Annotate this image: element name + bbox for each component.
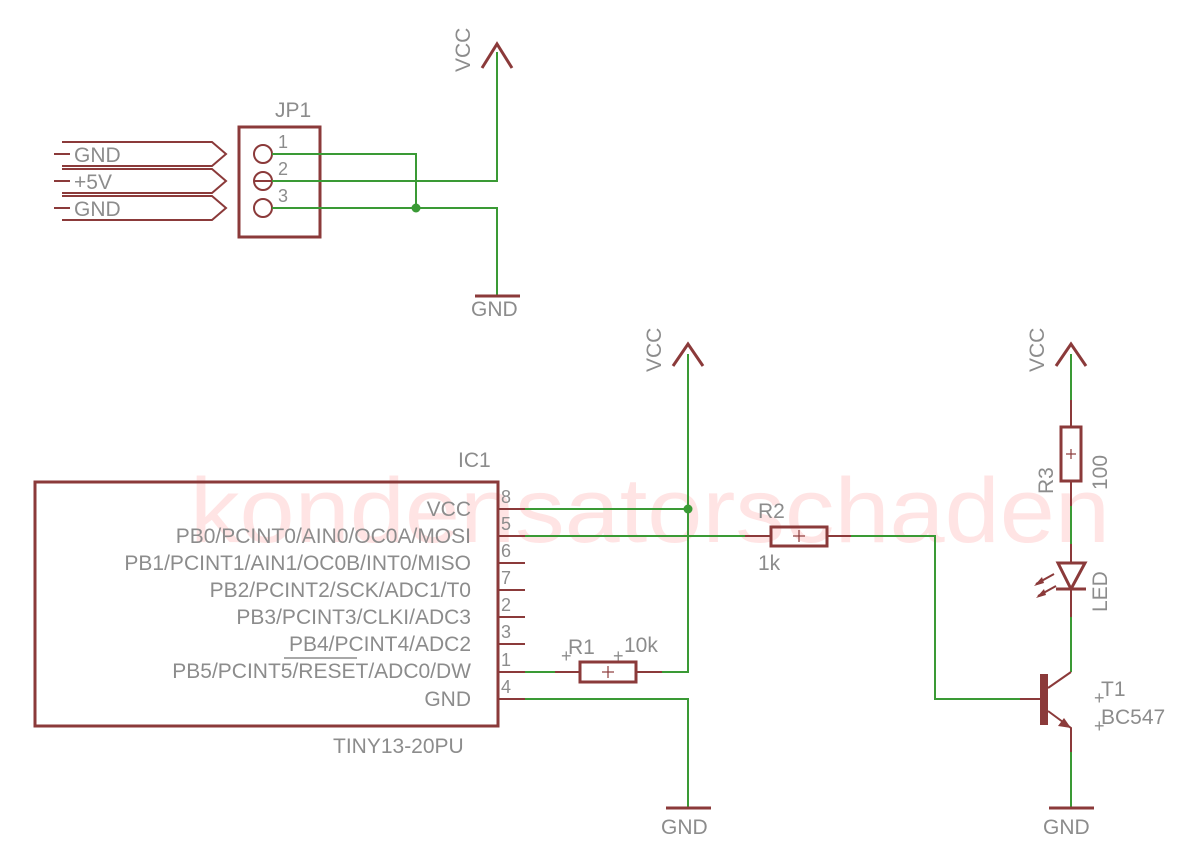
t1-value: BC547 [1101, 706, 1165, 729]
junction-dot [411, 203, 421, 213]
ic1-name: IC1 [458, 449, 491, 472]
connector-5v: +5V [54, 168, 228, 194]
r1-value: 10k [624, 634, 658, 657]
resistor-r3: R3 100 [1035, 400, 1112, 506]
t1-plus-marker: + [1094, 688, 1105, 708]
ic1-pin-number-1: 1 [501, 650, 511, 670]
r2-name: R2 [758, 500, 785, 523]
r1-name: R1 [568, 636, 595, 659]
ic1-pin-label-gnd: GND [424, 688, 471, 711]
ic1-pin-number-2: 2 [501, 595, 511, 615]
jp1-pin-2: 2 [278, 159, 288, 179]
ic1-pin-label-pb1: PB1/PCINT1/AIN1/OC0B/INT0/MISO [124, 552, 471, 575]
vcc-symbol-jp1: VCC [452, 28, 514, 72]
jp1-name: JP1 [275, 99, 311, 122]
ic1-pin-label-pb0: PB0/PCINT0/AIN0/OC0A/MOSI [176, 525, 471, 548]
led-label: LED [1089, 571, 1112, 612]
watermark: kondensatorschaden [190, 460, 1110, 562]
resistor-r2: R2 1k [745, 500, 851, 575]
connector-gnd-bottom-label: GND [74, 198, 121, 221]
r1-plus-marker: + [561, 646, 572, 666]
connector-gnd-top-label: GND [74, 144, 121, 167]
vcc-label-ic: VCC [643, 328, 666, 372]
ic1-pin-number-5: 5 [501, 514, 511, 534]
vcc-symbol-led: VCC [1026, 328, 1088, 372]
ic1-pin-label-pb2: PB2/PCINT2/SCK/ADC1/T0 [210, 579, 471, 602]
t1-plus-marker-2: + [1094, 716, 1105, 736]
vcc-label-led: VCC [1026, 328, 1049, 372]
jp1-wires [272, 52, 498, 296]
vcc-symbol-ic: VCC [643, 328, 705, 372]
jp1-header: JP1 1 2 3 [237, 99, 322, 239]
t1-name: T1 [1101, 678, 1126, 701]
gnd-symbol-jp1: GND [471, 294, 520, 321]
r3-name: R3 [1035, 467, 1058, 494]
junction-dot-vcc [683, 504, 693, 514]
connector-gnd-bottom: GND [54, 195, 228, 221]
r1-plus-marker-2: + [613, 646, 624, 666]
ic1-pin-label-pb3: PB3/PCINT3/CLKI/ADC3 [236, 606, 471, 629]
gnd-label-transistor: GND [1043, 816, 1090, 839]
ic1-value: TINY13-20PU [333, 735, 464, 758]
gnd-symbol-transistor: GND [1043, 806, 1094, 839]
transistor-t1: T1 BC547 + + [1020, 671, 1165, 752]
gnd-label-jp1: GND [471, 298, 518, 321]
ic1-pin-number-3: 3 [501, 622, 511, 642]
vcc-label-jp1: VCC [452, 28, 475, 72]
connector-5v-label: +5V [74, 171, 112, 194]
ic1-pin-number-8: 8 [501, 487, 511, 507]
r2-value: 1k [758, 552, 781, 575]
ic1-pin-number-4: 4 [501, 677, 511, 697]
main-wires [525, 354, 1072, 808]
ic1-pin-label-vcc: VCC [427, 498, 471, 521]
gnd-label-ic: GND [661, 816, 708, 839]
jp1-connector-block: GND +5V GND JP1 1 2 3 [54, 28, 520, 321]
jp1-pin-1: 1 [278, 132, 288, 152]
led-diode: LED [1034, 544, 1112, 617]
ic1-chip: IC1 TINY13-20PU VCC PB0/PCINT0/AIN0/OC0A… [33, 449, 525, 758]
ic1-pin-label-pb5: PB5/PCINT5/RESET/ADC0/DW [172, 660, 471, 683]
ic1-pin-number-6: 6 [501, 541, 511, 561]
r3-value: 100 [1089, 455, 1112, 490]
ic1-pin-number-7: 7 [501, 568, 511, 588]
ic1-pin-label-pb4: PB4/PCINT4/ADC2 [289, 633, 471, 656]
resistor-r1: + + R1 10k [555, 634, 662, 684]
connector-gnd-top: GND [54, 141, 228, 167]
gnd-symbol-ic: GND [661, 806, 711, 839]
jp1-pin-3: 3 [278, 186, 288, 206]
